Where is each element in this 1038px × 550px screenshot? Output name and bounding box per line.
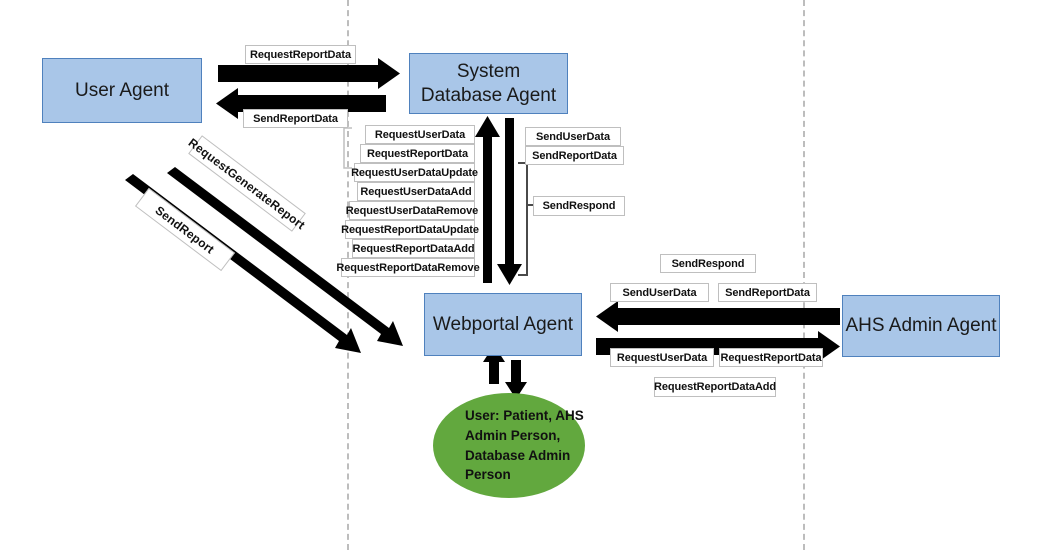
label-text: SendReportData: [725, 286, 810, 299]
agent-box-user-agent[interactable]: User Agent: [42, 58, 202, 123]
message-label-wp-sdb-7: RequestReportDataRemove: [336, 258, 480, 277]
label-text: RequestUserDataUpdate: [351, 166, 478, 179]
label-text: SendUserData: [622, 286, 697, 299]
message-label-wp-ahs-0: RequestUserData: [610, 348, 714, 367]
label-text: SendReportData: [532, 149, 617, 162]
message-label-ahs-wp-1: SendUserData: [610, 283, 709, 302]
label-text: RequestReportDataAdd: [352, 242, 475, 255]
label-text: RequestUserDataRemove: [345, 204, 479, 217]
label-text: RequestGenerateReport: [185, 135, 309, 232]
message-label-wp-ahs-1: RequestReportData: [719, 348, 823, 367]
agent-label-user-agent: User Agent: [75, 79, 169, 101]
message-label-sdb-wp-0: SendUserData: [525, 127, 621, 146]
arrow-webportal-to-systemdb: [475, 116, 500, 283]
swimlane-divider-right: [803, 0, 805, 550]
message-label-wp-sdb-5: RequestReportDataUpdate: [341, 220, 479, 239]
label-text: RequestUserData: [374, 128, 466, 141]
message-label-wp-sdb-4: RequestUserDataRemove: [345, 201, 479, 220]
group-bracket-systemdb: [518, 162, 535, 276]
arrow-systemdb-to-webportal: [497, 118, 522, 285]
message-label-request-generate-report: RequestGenerateReport: [185, 135, 309, 232]
label-text: RequestReportDataAdd: [653, 381, 777, 393]
message-label-wp-sdb-3: RequestUserDataAdd: [357, 182, 475, 201]
agent-label-webportal-agent: Webportal Agent: [432, 313, 574, 335]
label-text: RequestReportDataRemove: [336, 261, 480, 274]
message-label-request-report-data-top: RequestReportData: [245, 45, 356, 64]
label-text: RequestReportData: [367, 147, 468, 160]
label-text: SendReportData: [253, 112, 338, 125]
message-label-send-report: SendReport: [134, 187, 236, 272]
agent-box-ahs-admin-agent[interactable]: AHS Admin Agent: [842, 295, 1000, 357]
label-text: SendReport: [152, 202, 218, 257]
message-label-wp-sdb-0: RequestUserData: [365, 125, 475, 144]
user-entity-ellipse[interactable]: User: Patient, AHS Admin Person, Databas…: [433, 393, 585, 498]
label-text: SendUserData: [536, 130, 610, 143]
label-text: RequestUserDataAdd: [360, 185, 472, 198]
label-text: SendRespond: [542, 200, 616, 212]
message-label-wp-sdb-6: RequestReportDataAdd: [352, 239, 475, 258]
label-text: RequestReportData: [720, 351, 822, 364]
agent-box-system-database-agent[interactable]: System Database Agent: [409, 53, 568, 114]
label-text: RequestUserData: [616, 351, 708, 364]
agent-label-ahs-admin-agent: AHS Admin Agent: [845, 315, 997, 337]
agent-label-system-database-agent: System Database Agent: [420, 60, 557, 106]
user-entity-label: User: Patient, AHS Admin Person, Databas…: [465, 408, 584, 483]
message-label-wp-ahs-2: RequestReportDataAdd: [654, 377, 776, 397]
message-label-sdb-wp-2: SendRespond: [533, 196, 625, 216]
message-label-wp-sdb-1: RequestReportData: [360, 144, 475, 163]
label-text: RequestReportData: [250, 48, 351, 61]
label-text: RequestReportDataUpdate: [341, 223, 479, 236]
agent-box-webportal-agent[interactable]: Webportal Agent: [424, 293, 582, 356]
message-label-ahs-wp-2: SendReportData: [718, 283, 817, 302]
message-label-wp-sdb-2: RequestUserDataUpdate: [351, 163, 478, 182]
message-label-sdb-wp-1: SendReportData: [525, 146, 624, 165]
message-label-send-report-data-top: SendReportData: [243, 109, 348, 128]
label-text: SendRespond: [671, 257, 745, 270]
message-label-ahs-wp-0: SendRespond: [660, 254, 756, 273]
